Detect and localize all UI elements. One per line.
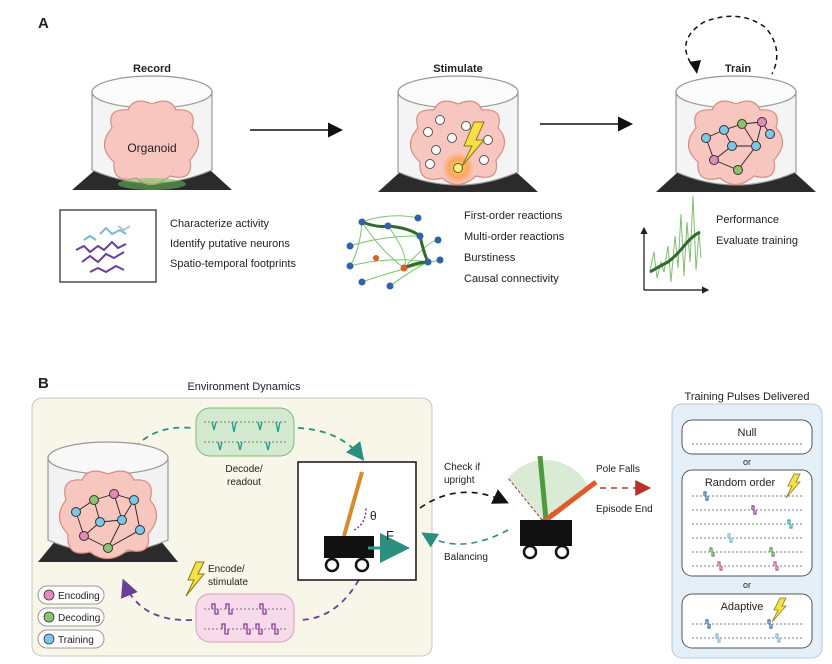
falling-cartpole-icon — [507, 455, 598, 560]
arrow-balancing — [421, 529, 509, 548]
train-dish — [656, 75, 816, 192]
episode-end-label: Episode End — [596, 504, 653, 515]
adaptive-lightning-icon — [771, 597, 787, 623]
stimulate-item-3: Burstiness — [464, 252, 516, 264]
train-loop-arrowhead — [689, 60, 701, 74]
train-item-1: Performance — [716, 214, 779, 226]
encode-spike-trace — [204, 603, 286, 635]
legend-training: Training — [58, 635, 94, 646]
or-separator-2: or — [743, 580, 751, 590]
activity-footprint-icon — [75, 225, 131, 274]
or-separator-1: or — [743, 457, 751, 467]
balancing-label: Balancing — [444, 552, 488, 563]
decode-label-line2: readout — [227, 477, 261, 488]
theta-label: θ — [370, 509, 377, 523]
legend-encoding: Encoding — [58, 591, 100, 602]
pulse-random-box — [681, 469, 813, 577]
environment-organoid-dish — [38, 441, 178, 562]
performance-plot — [640, 195, 710, 294]
random-lightning-icon — [785, 473, 801, 499]
record-dish: Organoid — [72, 75, 232, 190]
arrow-check-upright — [419, 489, 509, 509]
pulse-adaptive-label: Adaptive — [721, 601, 764, 613]
arrow-organoid-to-decode — [127, 426, 193, 457]
encode-label-line1: Encode/ — [208, 564, 245, 575]
train-title: Train — [725, 63, 752, 75]
organoid-label: Organoid — [127, 141, 176, 155]
stimulate-dish — [378, 75, 538, 192]
decode-spike-trace — [204, 421, 286, 451]
arrow-cartpole-to-encode — [297, 569, 365, 621]
record-title: Record — [133, 63, 171, 75]
pole-falls-label: Pole Falls — [596, 464, 640, 475]
environment-title: Environment Dynamics — [187, 381, 301, 393]
stimulate-item-2: Multi-order reactions — [464, 231, 565, 243]
encode-box — [195, 593, 295, 643]
adaptive-pulse-traces — [692, 619, 802, 643]
check-upright-line2: upright — [444, 475, 475, 486]
record-item-3: Spatio-temporal footprints — [170, 258, 296, 270]
connectivity-graph — [346, 214, 444, 290]
legend-decoding: Decoding — [58, 613, 100, 624]
pulse-random-label: Random order — [705, 477, 776, 489]
legend: Encoding Decoding Training — [37, 585, 105, 649]
lightning-bolt-icon — [461, 121, 486, 167]
record-item-1: Characterize activity — [170, 218, 270, 230]
train-loop-arrow — [684, 15, 778, 75]
arrow-decode-to-cartpole — [297, 427, 365, 461]
pulse-null-box — [681, 419, 813, 455]
training-pulses-title: Training Pulses Delivered — [685, 391, 810, 403]
cartpole-icon — [324, 471, 410, 573]
organoid-blob — [103, 100, 200, 186]
random-pulse-traces — [692, 491, 802, 571]
force-label: F — [386, 528, 394, 543]
panel-a-label: A — [38, 15, 49, 32]
decode-box — [195, 407, 295, 457]
arrow-encode-to-organoid — [121, 578, 193, 621]
stimulate-item-1: First-order reactions — [464, 210, 563, 222]
pulse-null-label: Null — [738, 427, 757, 439]
encode-lightning-icon — [185, 561, 206, 597]
check-upright-line1: Check if — [444, 462, 480, 473]
encode-label-line2: stimulate — [208, 577, 248, 588]
train-item-2: Evaluate training — [716, 235, 798, 247]
decode-label-line1: Decode/ — [225, 464, 262, 475]
stimulate-title: Stimulate — [433, 63, 483, 75]
record-item-2: Identify putative neurons — [170, 238, 290, 250]
panel-b-label: B — [38, 375, 49, 392]
stimulate-item-4: Causal connectivity — [464, 273, 559, 285]
